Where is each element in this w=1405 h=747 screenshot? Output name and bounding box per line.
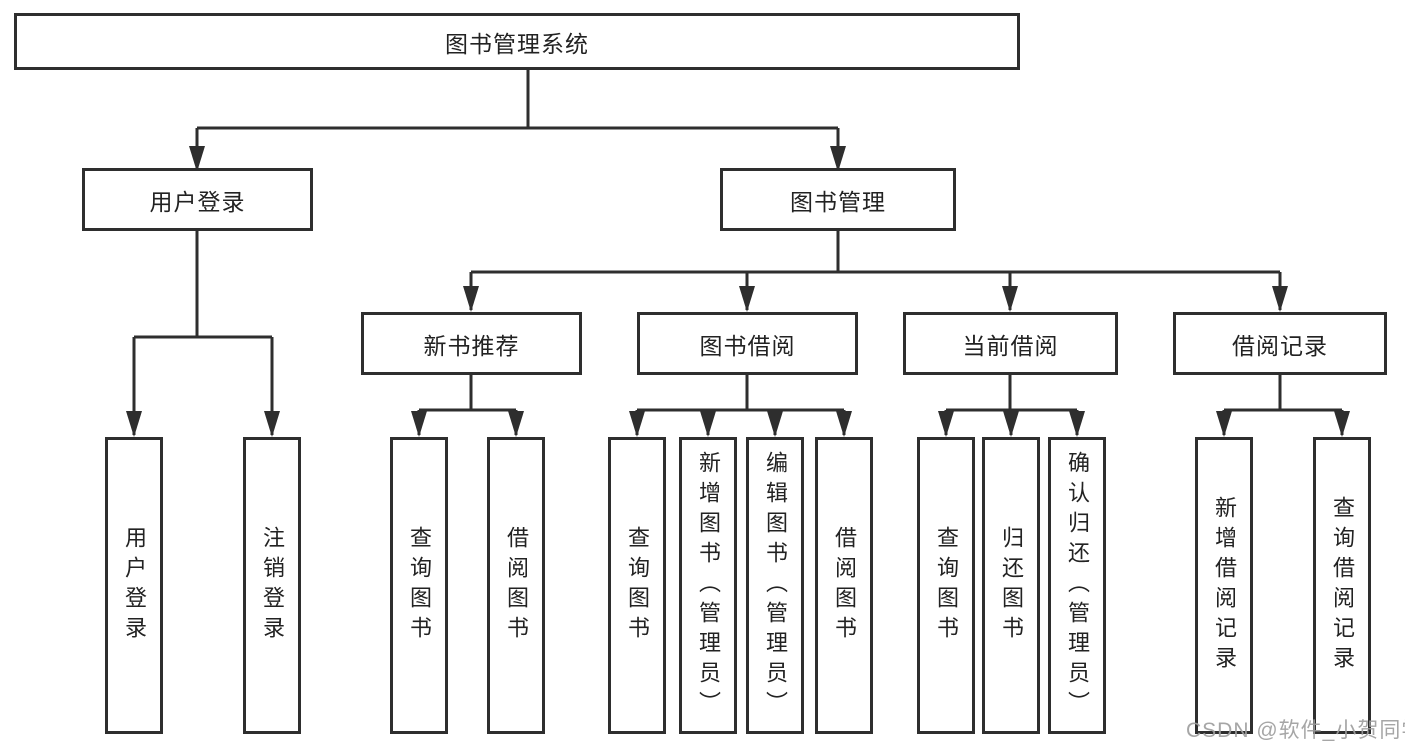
leaf-label: 新增图书（管理员） [696, 450, 721, 721]
node-label: 用户登录 [149, 188, 246, 215]
node-current-borrow: 当前借阅 [903, 312, 1118, 375]
node-label: 图书管理系统 [445, 30, 589, 57]
leaf-label: 新增借阅记录 [1212, 495, 1237, 676]
leaf-label: 借阅图书 [504, 525, 529, 646]
csdn-watermark: CSDN @软件_小贺同学 [1186, 719, 1405, 742]
leaf-label: 用户登录 [122, 525, 147, 646]
node-label: 图书管理 [790, 188, 886, 215]
leaf-add-book-admin: 新增图书（管理员） [679, 437, 737, 734]
node-user-login: 用户登录 [82, 168, 313, 231]
node-book-management: 图书管理 [720, 168, 956, 231]
leaf-label: 查询图书 [407, 525, 432, 646]
node-label: 图书借阅 [699, 332, 796, 359]
leaf-return-book: 归还图书 [982, 437, 1040, 734]
node-borrow-record: 借阅记录 [1173, 312, 1387, 375]
node-library-management-system: 图书管理系统 [14, 13, 1020, 70]
leaf-logout: 注销登录 [243, 437, 301, 734]
leaf-add-borrow-record: 新增借阅记录 [1195, 437, 1253, 734]
leaf-label: 借阅图书 [832, 525, 857, 646]
leaf-label: 确认归还（管理员） [1065, 450, 1090, 721]
leaf-label: 查询图书 [625, 525, 650, 646]
leaf-label: 查询借阅记录 [1330, 495, 1355, 676]
leaf-label: 归还图书 [999, 525, 1024, 646]
leaf-query-book-1: 查询图书 [390, 437, 448, 734]
leaf-query-book-3: 查询图书 [917, 437, 975, 734]
leaf-borrow-book-1: 借阅图书 [487, 437, 545, 734]
leaf-query-book-2: 查询图书 [608, 437, 666, 734]
node-book-borrow: 图书借阅 [637, 312, 858, 375]
leaf-edit-book-admin: 编辑图书（管理员） [746, 437, 804, 734]
leaf-user-login: 用户登录 [105, 437, 163, 734]
leaf-query-borrow-record: 查询借阅记录 [1313, 437, 1371, 734]
leaf-label: 注销登录 [260, 525, 285, 646]
leaf-borrow-book-2: 借阅图书 [815, 437, 873, 734]
leaf-label: 查询图书 [934, 525, 959, 646]
node-label: 当前借阅 [962, 332, 1059, 359]
node-new-book-recommend: 新书推荐 [361, 312, 582, 375]
node-label: 借阅记录 [1232, 332, 1328, 359]
leaf-confirm-return-admin: 确认归还（管理员） [1048, 437, 1106, 734]
node-label: 新书推荐 [423, 332, 520, 359]
leaf-label: 编辑图书（管理员） [763, 450, 788, 721]
